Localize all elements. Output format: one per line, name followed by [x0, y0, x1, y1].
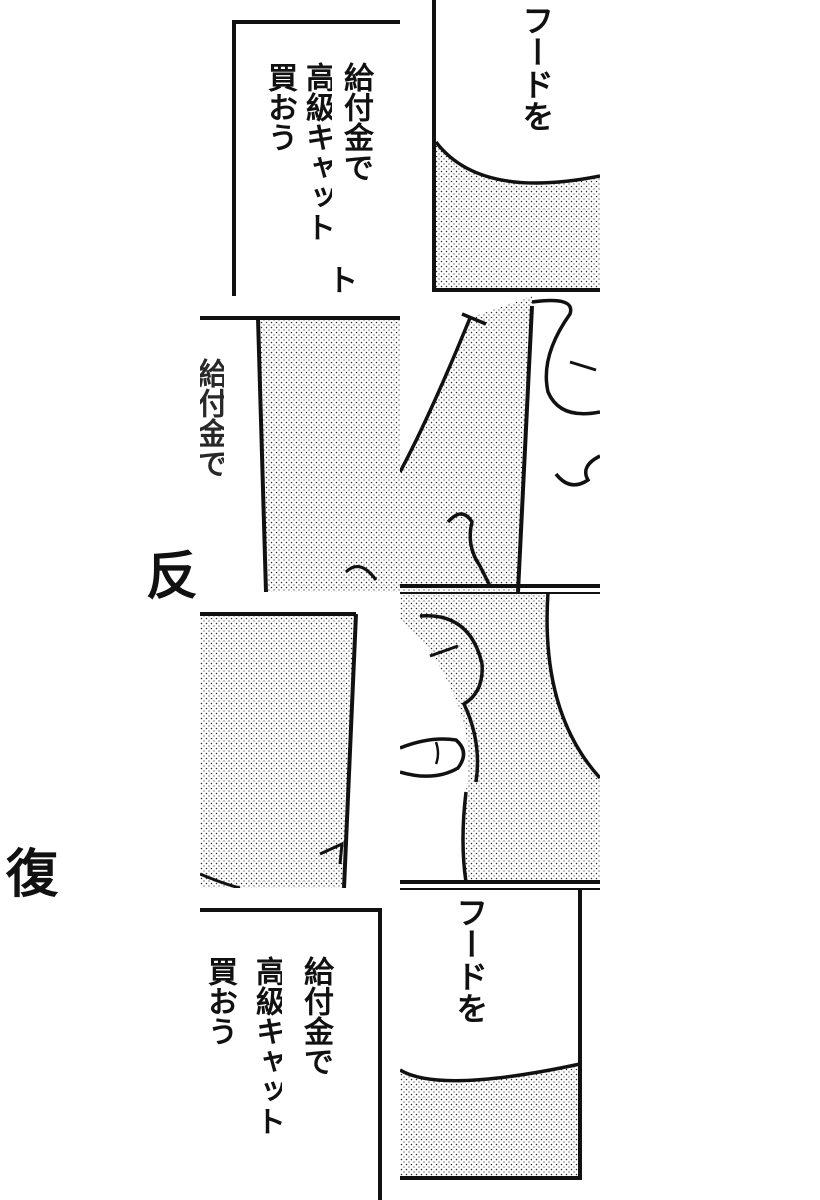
tile-panel-lower-left: [200, 592, 400, 888]
cat-face-lower: [400, 592, 600, 884]
caption-box-frame: [232, 20, 400, 296]
panel-art-lower-left: [200, 612, 358, 888]
fragment-clipped-top-right: ト: [328, 264, 358, 296]
caption-fragment-cut: 給付金で: [200, 358, 224, 478]
tail-panel-art: [432, 0, 600, 292]
tile-caption-top: 給付金で 高級キャット 買おう: [200, 0, 400, 296]
fragment-left-lower: 復: [6, 845, 59, 905]
fragment-left-middle: 反: [146, 547, 199, 607]
caption-box-frame-bottom: [200, 908, 382, 1200]
cat-face-upper: [400, 296, 600, 592]
tile-cat-lower: [400, 592, 600, 888]
caption-line-1: 給付金で: [338, 62, 373, 182]
tile-tail-bottom: フードを: [400, 888, 600, 1200]
tail-text-top: フードを: [517, 4, 555, 132]
caption-bottom-line-2: 高級キャット: [252, 956, 282, 1136]
caption-bottom-line-3: 買おう: [202, 956, 237, 1046]
tail-panel-art-bottom: [400, 888, 600, 1180]
tile-tail-top: フードを: [400, 0, 600, 296]
tile-cat-upper: [400, 296, 600, 592]
caption-line-2: 高級キャット: [302, 62, 332, 242]
tail-text-bottom: フードを: [451, 896, 489, 1024]
caption-line-3: 買おう: [262, 62, 297, 152]
caption-bottom-line-1: 給付金で: [298, 956, 333, 1076]
tile-panel-upper-left: 給付金で: [200, 296, 400, 592]
panel-art-upper-left: [200, 316, 400, 592]
tile-caption-bottom: 給付金で 高級キャット 買おう: [200, 888, 400, 1200]
